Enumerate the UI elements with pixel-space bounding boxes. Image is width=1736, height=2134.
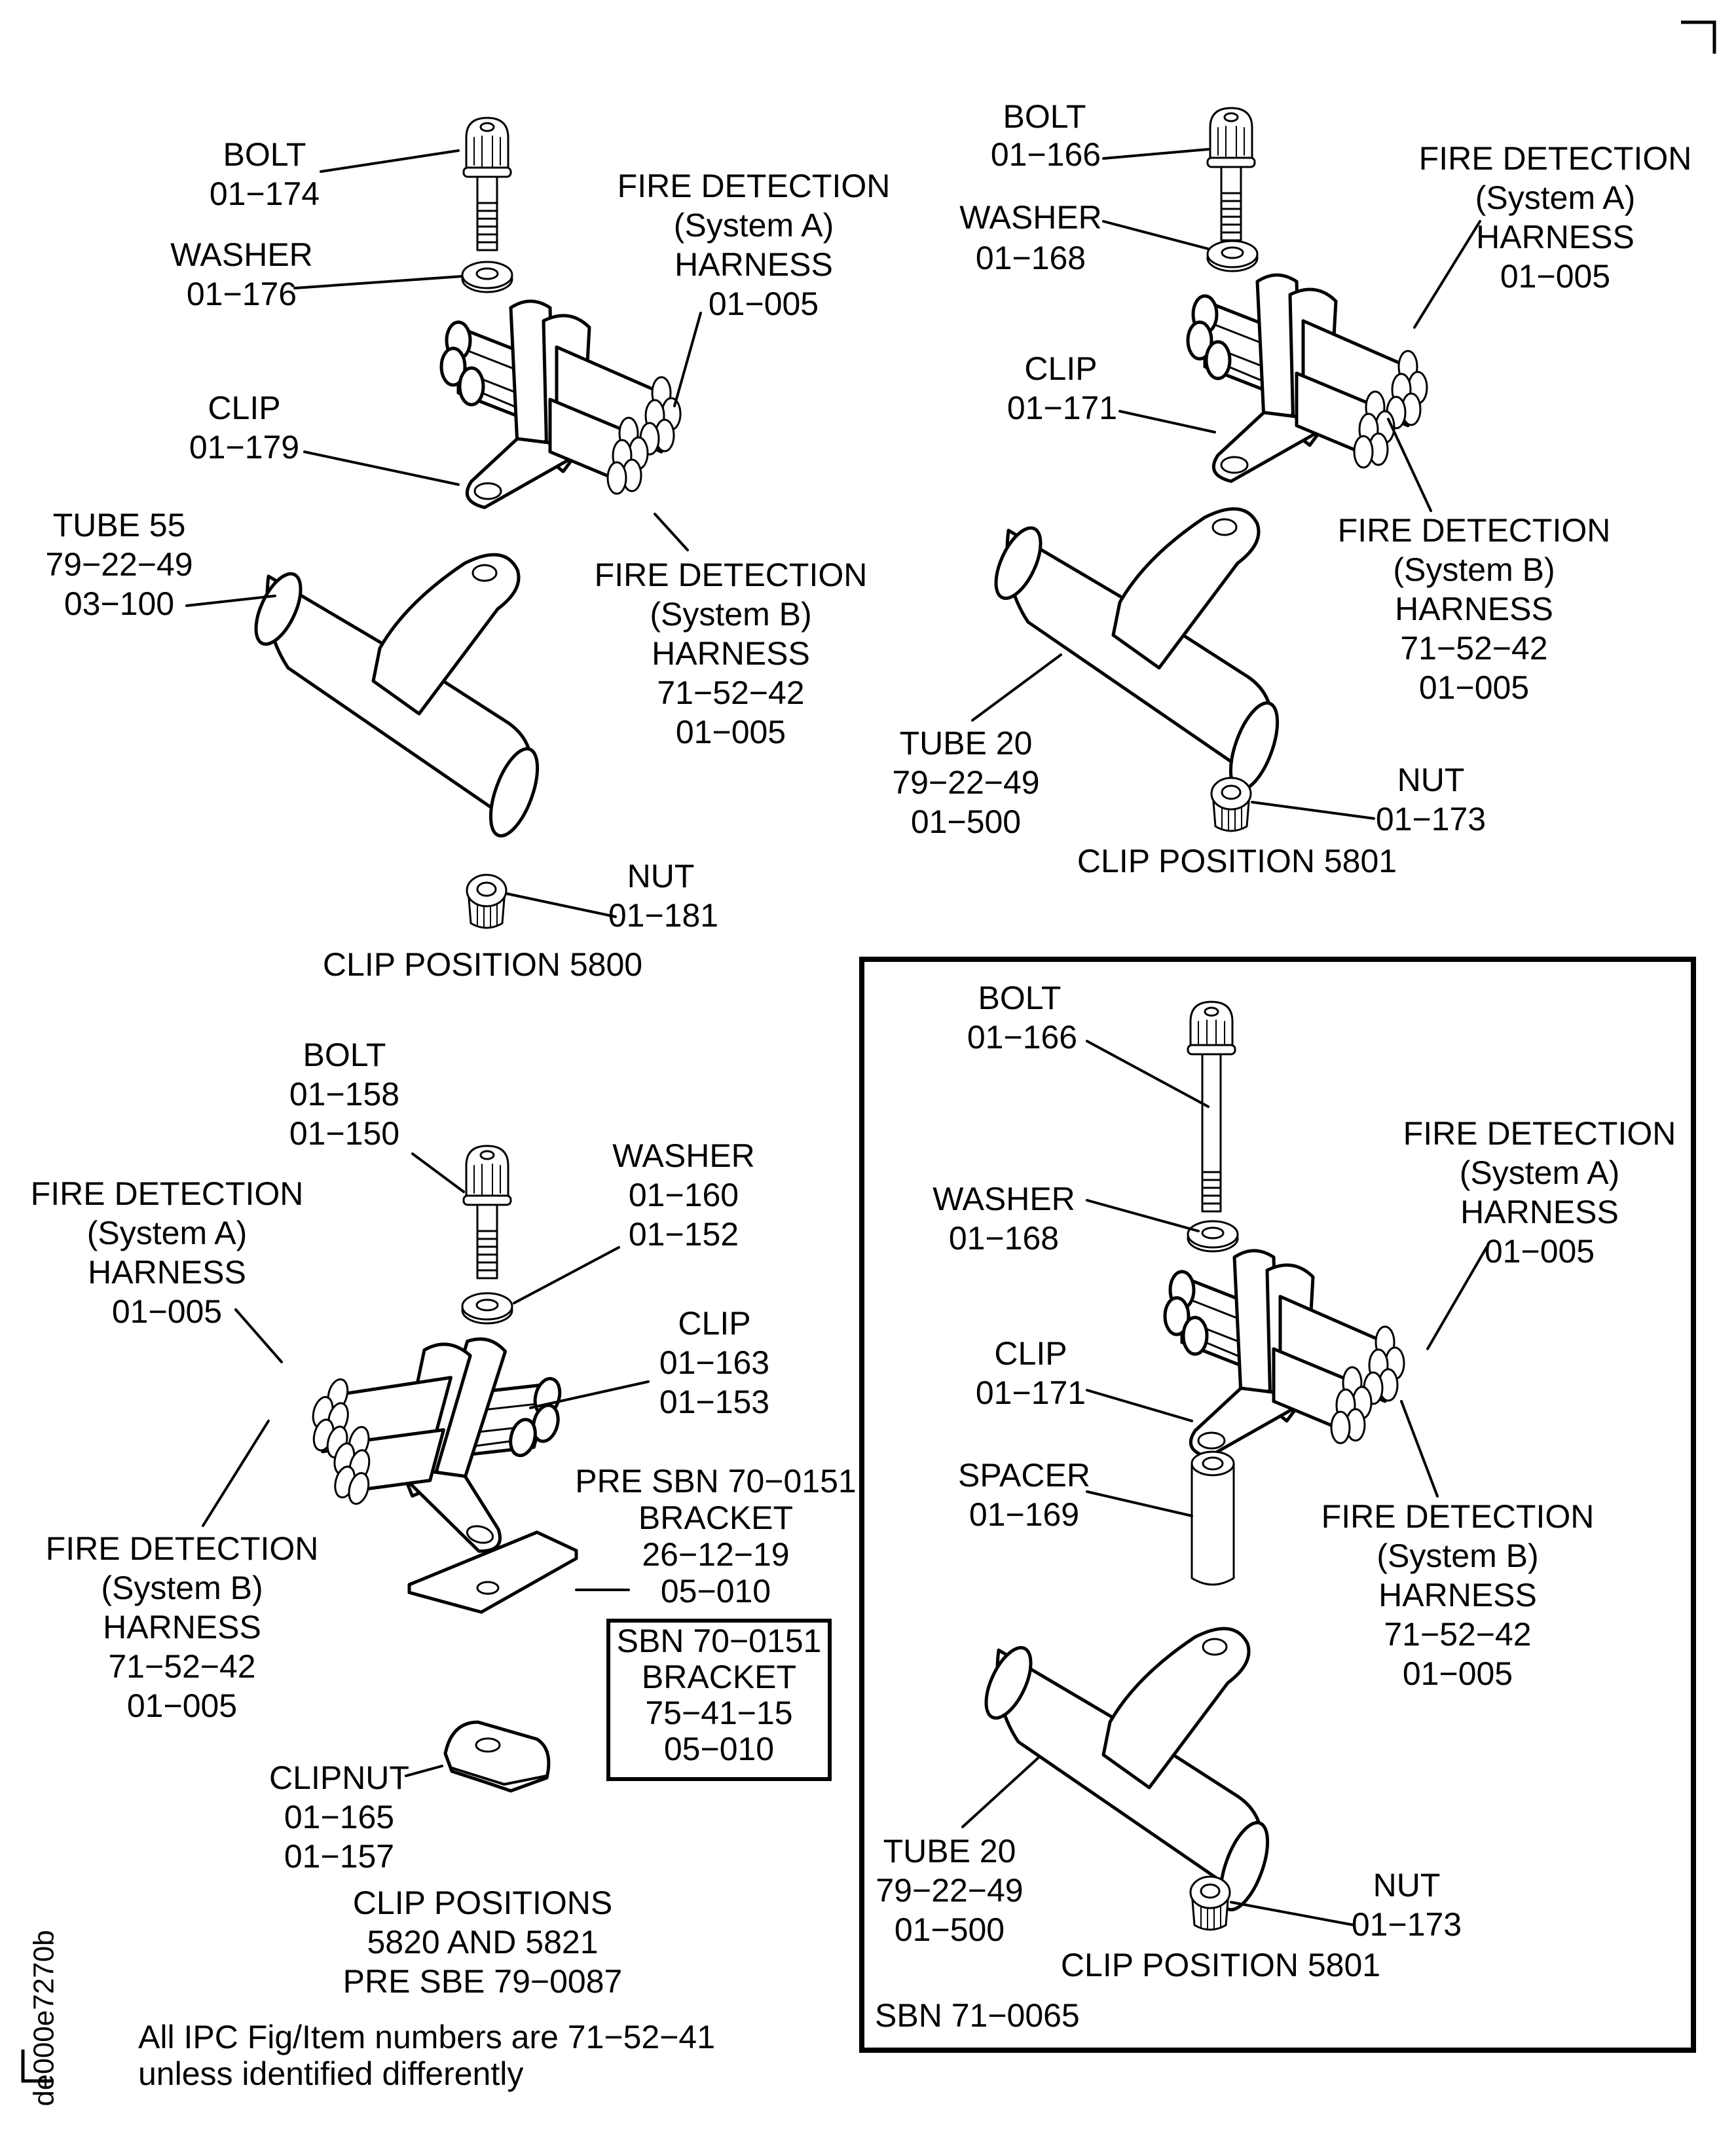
view-caption: CLIP POSITION 5800 [323, 946, 642, 983]
sbn-71-0065-frame [859, 957, 1696, 2053]
bolt-drawing [462, 117, 512, 251]
clipnut-drawing [443, 1720, 551, 1793]
view-caption: CLIP POSITION 5801 [1077, 843, 1397, 879]
bolt-drawing [1206, 107, 1256, 242]
clip-harness-drawing [441, 301, 680, 507]
figure-id: de000e7270b [28, 1930, 60, 2106]
bracket-drawing [407, 1530, 578, 1614]
nut-drawing [1189, 1875, 1231, 1931]
washer-drawing [1187, 1220, 1239, 1253]
nut-drawing [466, 874, 508, 929]
sbn-70-0151-box [606, 1619, 832, 1781]
long-bolt-drawing [1187, 1001, 1236, 1213]
leader-lines [971, 148, 1481, 820]
clip-harness-drawing [1165, 1251, 1404, 1457]
clip-harness-drawing [1188, 275, 1427, 481]
leader-lines [961, 1040, 1488, 1926]
clip-harness-drawing [289, 1301, 574, 1562]
leader-lines [185, 149, 702, 918]
tube-drawing [247, 555, 547, 841]
leader-lines [202, 1152, 650, 1777]
washer-drawing [461, 1292, 513, 1325]
washer-drawing [461, 261, 513, 293]
nut-drawing [1210, 777, 1252, 832]
crop-mark-bottom-left [21, 2050, 54, 2083]
crop-mark-top-right [1681, 20, 1716, 54]
spacer-drawing [1191, 1450, 1235, 1586]
bolt-drawing [462, 1145, 512, 1279]
view-caption: CLIP POSITION 5801 [1061, 1947, 1380, 1983]
washer-drawing [1206, 240, 1259, 272]
frame-label: SBN 71−0065 [875, 1997, 1080, 2034]
